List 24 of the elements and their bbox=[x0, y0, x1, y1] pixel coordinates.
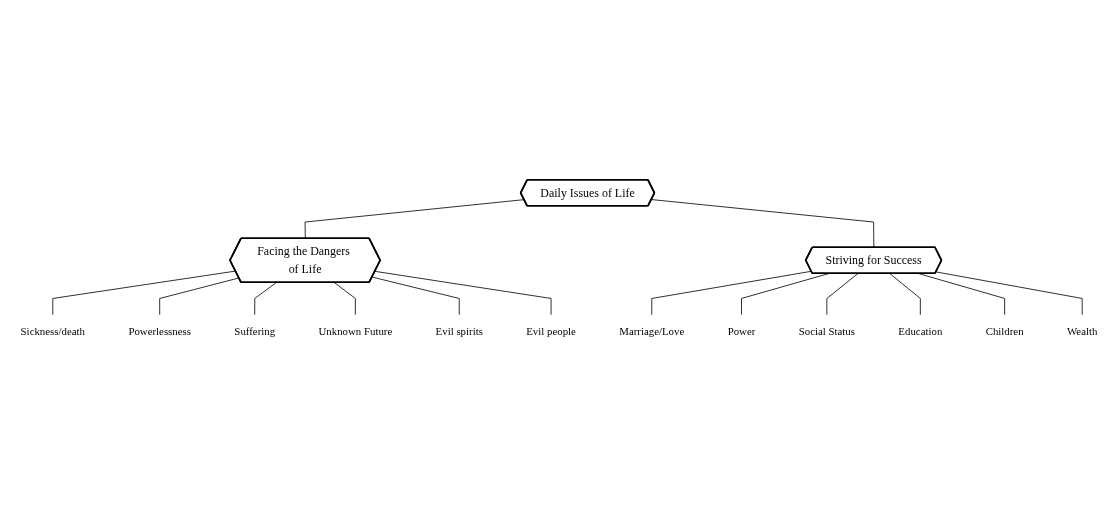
connector bbox=[374, 270, 552, 316]
connector bbox=[254, 282, 277, 316]
connector bbox=[333, 282, 356, 316]
connector bbox=[889, 273, 921, 316]
node-text: Wealth bbox=[1066, 325, 1098, 337]
connector bbox=[159, 277, 240, 316]
node-text: Social Status bbox=[798, 325, 855, 337]
connector bbox=[935, 271, 1083, 316]
connector bbox=[651, 199, 875, 248]
connector bbox=[651, 270, 812, 316]
connector bbox=[371, 276, 460, 316]
node-text: Children bbox=[985, 325, 1024, 337]
node-text: Powerlessness bbox=[128, 325, 192, 337]
node-text: Education bbox=[898, 325, 943, 337]
node-text: Marriage/Love bbox=[619, 325, 685, 337]
node-text: Sickness/death bbox=[20, 325, 86, 337]
connector bbox=[826, 273, 859, 316]
node-text: Power bbox=[727, 325, 756, 337]
node-text: Suffering bbox=[234, 325, 276, 337]
node-text: Evil spirits bbox=[435, 325, 483, 337]
connector bbox=[52, 270, 236, 316]
node-text: Evil people bbox=[526, 325, 576, 337]
node-text: Unknown Future bbox=[318, 325, 393, 337]
connector bbox=[304, 199, 525, 239]
